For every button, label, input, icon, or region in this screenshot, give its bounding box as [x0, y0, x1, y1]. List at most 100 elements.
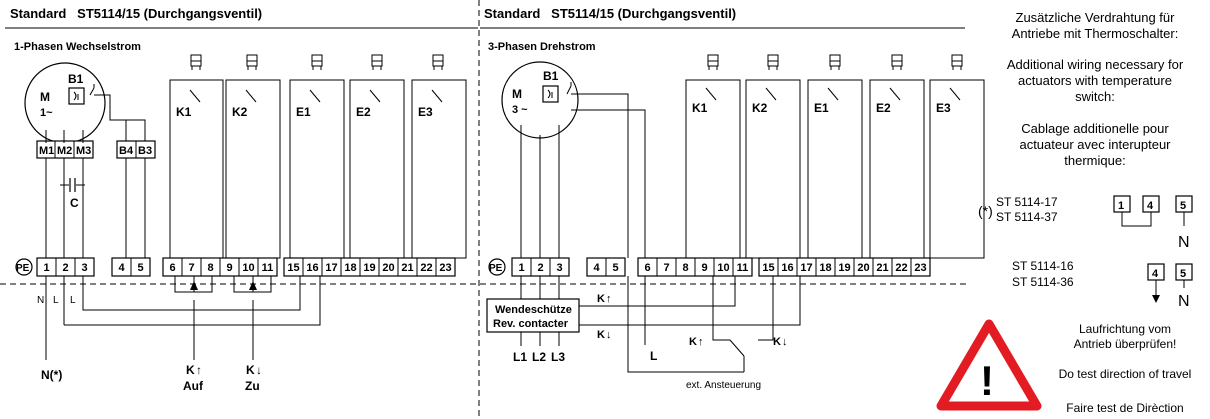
- panel-fr-line2: actuateur avec interupteur: [1019, 137, 1171, 152]
- motor-3ph-label: M: [512, 87, 522, 101]
- thermal-switch-panel: (*) ST 5114-17 ST 5114-37 1 4 5 N ST 511…: [936, 195, 1193, 411]
- auf-label: Auf: [183, 379, 204, 393]
- left-terminal-1: 1: [43, 262, 49, 274]
- motor-3ph-phase: 3 ~: [512, 104, 528, 116]
- model-a1: ST 5114-17: [996, 195, 1058, 209]
- k-down-label: K: [246, 363, 255, 377]
- motor-circle: [24, 62, 106, 144]
- left-terminal-21: 21: [401, 262, 413, 274]
- motor-term-m2: M2: [57, 145, 72, 157]
- panel-star: (*): [978, 203, 993, 219]
- b-term-b3: B3: [138, 145, 152, 157]
- right-terminal-5: 5: [612, 262, 618, 274]
- zu-label: Zu: [245, 379, 260, 393]
- panel-de-line1: Zusätzliche Verdrahtung für: [1015, 10, 1175, 25]
- left-terminal-19: 19: [363, 262, 375, 274]
- right-terminal-4: 4: [593, 262, 600, 274]
- contactor-line1: Wendeschütze: [495, 304, 572, 316]
- left-terminal-5: 5: [137, 262, 143, 274]
- right-k-up: K: [597, 293, 605, 305]
- right-terminal-20: 20: [857, 262, 869, 274]
- left-terminal-3: 3: [81, 262, 87, 274]
- term-b-4: 4: [1152, 268, 1159, 280]
- panel-de: Zusätzliche Verdrahtung für Antriebe mit…: [980, 10, 1210, 42]
- right-terminal-3: 3: [556, 262, 562, 274]
- right-title: Standard ST5114/15 (Durchgangsventil): [484, 6, 736, 21]
- n-b: N: [1178, 293, 1190, 310]
- svg-text:↑: ↑: [606, 293, 612, 305]
- right-terminal-7: 7: [663, 262, 669, 274]
- model-b1: ST 5114-16: [1012, 259, 1074, 273]
- right-terminal-2: 2: [537, 262, 543, 274]
- left-terminal-9: 9: [226, 262, 232, 274]
- panel-fr-line3: thermique:: [1064, 153, 1126, 168]
- left-diagram: Standard ST5114/15 (Durchgangsventil) 1-…: [5, 6, 478, 393]
- relay-e3: E3: [418, 105, 433, 119]
- svg-text:↓: ↓: [256, 363, 262, 377]
- n-a: N: [1178, 234, 1190, 251]
- thermo-switch-label: B1: [68, 72, 84, 86]
- right-relay-e2: E2: [876, 101, 891, 115]
- svg-text:↑: ↑: [698, 336, 704, 348]
- model-b2: ST 5114-36: [1012, 275, 1074, 289]
- left-title: Standard ST5114/15 (Durchgangsventil): [10, 6, 262, 21]
- left-terminal-8: 8: [207, 262, 213, 274]
- left-terminal-7: 7: [188, 262, 194, 274]
- right-relay-e1: E1: [814, 101, 829, 115]
- right-diagram: Standard ST5114/15 (Durchgangsventil) 3-…: [480, 6, 985, 391]
- motor-label: M: [40, 90, 50, 104]
- panel-en-line1: Additional wiring necessary for: [1006, 57, 1184, 72]
- term-a-1: 1: [1118, 200, 1124, 212]
- right-relay-k1: K1: [692, 101, 708, 115]
- k-up-2: K: [689, 336, 697, 348]
- phase-l3: L3: [551, 350, 565, 364]
- right-terminal-15: 15: [762, 262, 774, 274]
- right-terminal-10: 10: [717, 262, 729, 274]
- pe-terminal: PE: [16, 263, 30, 274]
- capacitor-label: C: [70, 196, 79, 210]
- motor-term-m1: M1: [39, 145, 54, 157]
- right-terminal-18: 18: [819, 262, 831, 274]
- svg-text:↓: ↓: [606, 329, 612, 341]
- left-terminal-17: 17: [325, 262, 337, 274]
- right-terminal-23: 23: [914, 262, 926, 274]
- ext-control-label: ext. Ansteuerung: [686, 380, 761, 391]
- right-terminal-17: 17: [800, 262, 812, 274]
- left-terminal-18: 18: [344, 262, 356, 274]
- wire-n: N: [37, 295, 44, 306]
- right-relay-e3: E3: [936, 101, 951, 115]
- relay-e2: E2: [356, 105, 371, 119]
- panel-fr: Cablage additionelle pour actuateur avec…: [980, 121, 1210, 169]
- term-a-5: 5: [1180, 200, 1186, 212]
- phase-l1: L1: [513, 350, 527, 364]
- warn-fr: Faire test de Dirèction: [1066, 401, 1184, 415]
- svg-text:↓: ↓: [782, 336, 788, 348]
- term-a-4: 4: [1147, 200, 1154, 212]
- left-subtitle: 1-Phasen Wechselstrom: [14, 41, 141, 53]
- term-b-5: 5: [1180, 268, 1186, 280]
- relay-k2: K2: [232, 105, 248, 119]
- n-star-label: N(*): [41, 368, 62, 382]
- right-pe-terminal: PE: [489, 263, 503, 274]
- left-terminal-10: 10: [242, 262, 254, 274]
- left-relays: K1 K2 E1 E2 E3: [169, 54, 467, 259]
- phase-l2: L2: [532, 350, 546, 364]
- relay-e1: E1: [296, 105, 311, 119]
- left-terminal-2: 2: [62, 262, 68, 274]
- right-terminal-1: 1: [518, 262, 524, 274]
- right-terminal-21: 21: [876, 262, 888, 274]
- panel-fr-line1: Cablage additionelle pour: [1021, 121, 1169, 136]
- warning-glyph: !: [980, 357, 994, 404]
- right-subtitle: 3-Phasen Drehstrom: [488, 41, 596, 53]
- right-relays: K1 K2 E1 E2 E3: [685, 54, 985, 259]
- panel-en-line2: actuators with temperature: [1018, 73, 1172, 88]
- warn-de-line1: Laufrichtung vom: [1078, 322, 1172, 336]
- svg-text:↑: ↑: [196, 363, 202, 377]
- right-terminal-8: 8: [682, 262, 688, 274]
- warning-icon: [936, 319, 1042, 411]
- panel-en-line3: switch:: [1075, 89, 1115, 104]
- right-terminal-16: 16: [781, 262, 793, 274]
- wire-l-up: L: [53, 295, 59, 306]
- left-terminal-15: 15: [287, 262, 299, 274]
